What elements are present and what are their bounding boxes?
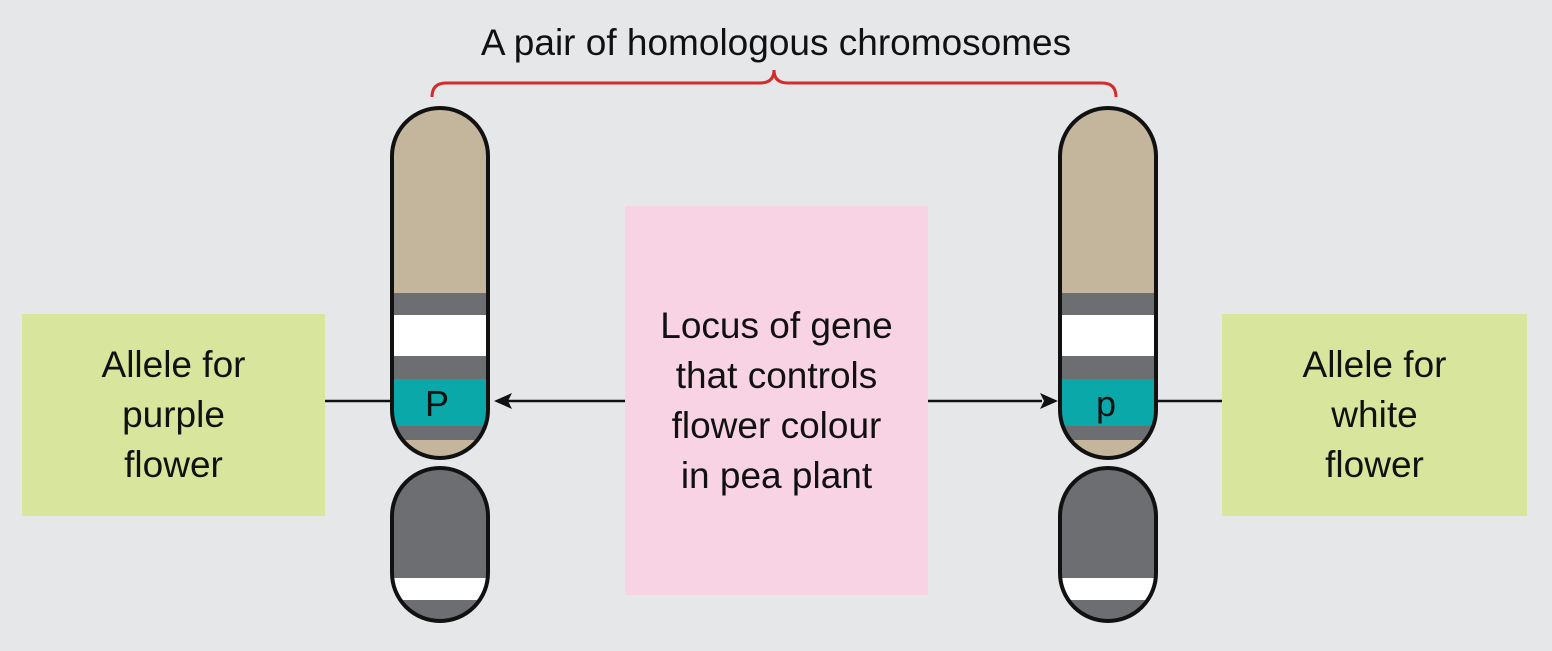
label-line: in pea plant [680,454,873,496]
light-band [392,578,488,600]
purple-allele-label-box: Allele for purple flower [22,314,325,516]
light-band [392,315,488,356]
label-line: flower [1325,444,1424,485]
light-band [1060,315,1156,356]
label-line: white [1331,394,1418,435]
locus-band [1060,379,1156,426]
label-line: Locus of gene [660,304,893,346]
diagram-title: A pair of homologous chromosomes [480,22,1072,63]
label-line: flower colour [671,404,882,446]
dark-band [392,426,488,440]
label-line: purple [122,394,225,435]
right-chromosome-lower-arm [1060,468,1156,621]
label-line: that controls [675,354,878,396]
dark-band [392,293,488,315]
light-band [1060,578,1156,600]
label-line: Allele for [1302,344,1447,385]
locus-band [392,379,488,426]
dark-band [1060,426,1156,440]
dark-band [1060,293,1156,315]
right-chromosome-upper-arm [1060,108,1156,458]
right-allele-letter: p [1096,383,1116,424]
arrowhead-right [1040,393,1058,409]
label-line: flower [124,444,223,485]
homologous-pair-bracket [430,69,1118,98]
dark-band [1060,356,1156,379]
label-line: Allele for [101,344,246,385]
left-chromosome-lower-arm [392,468,488,621]
left-allele-letter: P [425,383,449,424]
left-chromosome-upper-arm [392,108,488,458]
arrowhead-left [494,393,512,409]
gene-locus-label-box: Locus of gene that controls flower colou… [625,206,928,595]
dark-band [392,356,488,379]
white-allele-label-box: Allele for white flower [1222,314,1527,516]
